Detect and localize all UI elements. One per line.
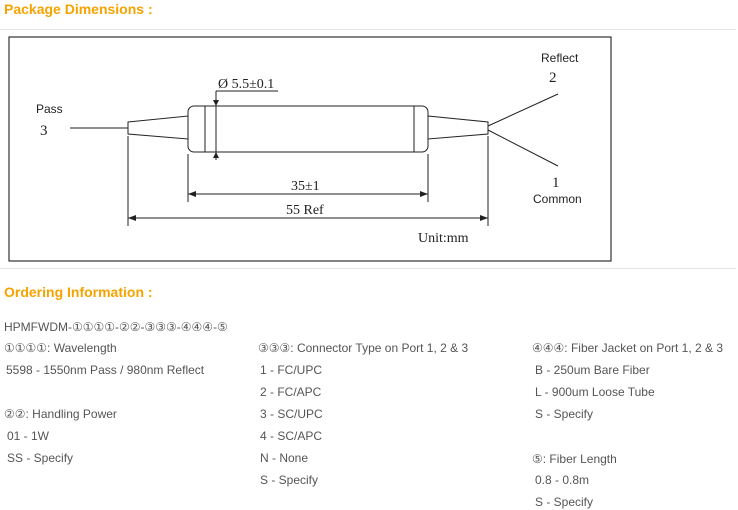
part-number-code: HPMFWDM-①①①①-②②-③③③-④④④-⑤ — [4, 320, 228, 334]
connector-option: 4 - SC/APC — [260, 429, 323, 443]
connector-title: ③③③: Connector Type on Port 1, 2 & 3 — [258, 341, 469, 355]
jacket-title: ④④④: Fiber Jacket on Port 1, 2 & 3 — [532, 341, 724, 355]
common-label: Common — [533, 192, 582, 206]
connector-option: S - Specify — [260, 473, 319, 487]
diameter-dimension: Ø 5.5±0.1 — [218, 77, 274, 92]
connector-option: 2 - FC/APC — [260, 385, 322, 399]
jacket-option: L - 900um Loose Tube — [535, 385, 655, 399]
power-option: SS - Specify — [7, 451, 74, 465]
ordering-information-heading: Ordering Information : — [4, 284, 153, 300]
reflect-port-number: 2 — [549, 70, 557, 86]
reflect-fiber — [487, 93, 559, 127]
connector-option: 3 - SC/UPC — [260, 407, 323, 421]
body-length-dimension: 35±1 — [291, 179, 320, 194]
power-title: ②②: Handling Power — [4, 407, 117, 421]
length-option: 0.8 - 0.8m — [535, 473, 590, 487]
reflect-label: Reflect — [541, 51, 579, 65]
package-dimensions-heading: Package Dimensions : — [4, 1, 153, 17]
common-port-number: 1 — [552, 175, 560, 191]
pass-port-number: 3 — [40, 123, 48, 139]
left-boot — [127, 115, 189, 140]
length-title: ⑤: Fiber Length — [532, 452, 617, 466]
wavelength-title: ①①①①: Wavelength — [4, 341, 117, 355]
jacket-option: S - Specify — [535, 407, 594, 421]
length-option: S - Specify — [535, 495, 594, 509]
device-body — [187, 105, 429, 153]
power-option: 01 - 1W — [7, 429, 50, 443]
unit-label: Unit:mm — [418, 231, 469, 246]
drawing-frame-rules — [0, 29, 736, 269]
connector-option: N - None — [260, 451, 309, 465]
package-drawing: Ø 5.5±0.1 35±1 55 Ref Pass 3 Reflect 2 1… — [8, 36, 612, 262]
drawing-border — [8, 36, 612, 262]
right-boot — [427, 115, 489, 140]
wavelength-option: 5598 - 1550nm Pass / 980nm Reflect — [6, 363, 205, 377]
overall-length-dimension: 55 Ref — [286, 203, 324, 218]
connector-option: 1 - FC/UPC — [260, 363, 323, 377]
pass-label: Pass — [36, 102, 63, 116]
common-fiber — [487, 129, 559, 167]
jacket-option: B - 250um Bare Fiber — [535, 363, 650, 377]
